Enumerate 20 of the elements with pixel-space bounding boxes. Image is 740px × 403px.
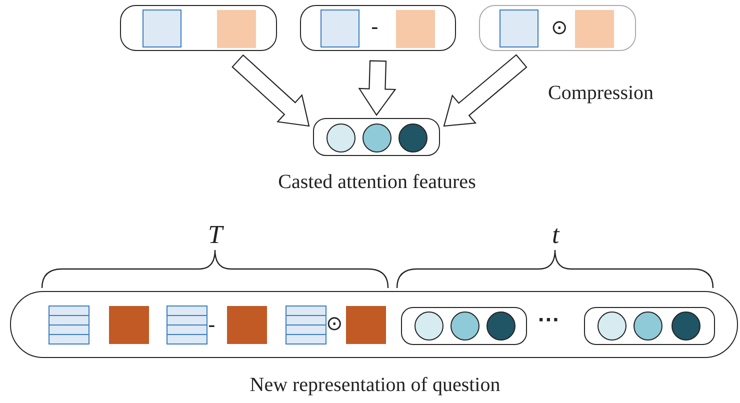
rounded-container bbox=[10, 291, 738, 358]
rounded-box bbox=[401, 307, 527, 345]
caption-text: Casted attention features bbox=[278, 172, 476, 192]
operator-symbol: - bbox=[208, 314, 216, 336]
symbol-label: T bbox=[208, 222, 222, 248]
rounded-box bbox=[120, 5, 277, 51]
rounded-container bbox=[479, 5, 636, 51]
operator-symbol: ⊙ bbox=[551, 18, 568, 38]
block-arrow bbox=[358, 60, 396, 116]
caption-text: New representation of question bbox=[250, 375, 500, 395]
ellipsis-text: ··· bbox=[538, 309, 560, 331]
block-arrow bbox=[232, 54, 310, 127]
rounded-box bbox=[313, 118, 440, 156]
rounded-box bbox=[584, 307, 715, 345]
step-label: Compression bbox=[548, 83, 654, 103]
symbol-label: t bbox=[552, 222, 560, 248]
operator-symbol: ⊙ bbox=[326, 314, 343, 334]
operator-symbol: - bbox=[371, 16, 378, 38]
rounded-container bbox=[300, 5, 456, 51]
block-arrow bbox=[443, 54, 528, 127]
